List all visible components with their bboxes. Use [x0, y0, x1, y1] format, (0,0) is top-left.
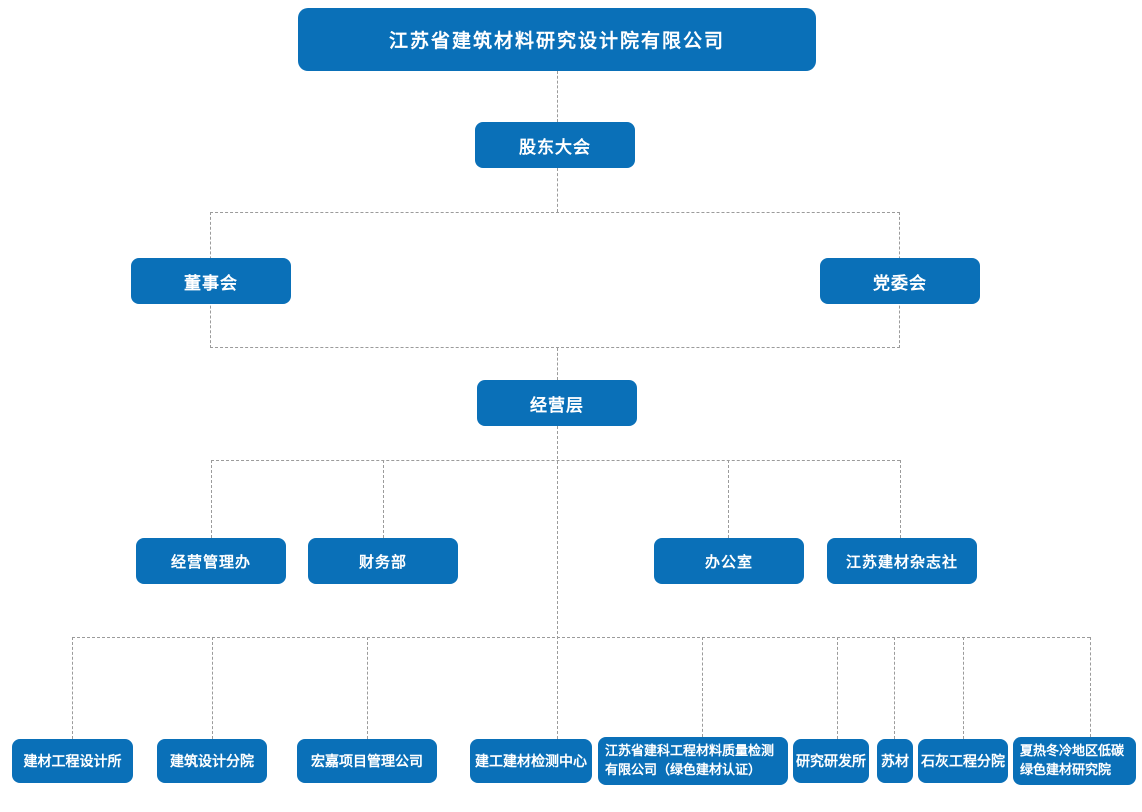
- node-general-office: 办公室: [654, 538, 804, 584]
- node-low-carbon-green-materials-institute: 夏热冬冷地区低碳 绿色建材研究院: [1013, 737, 1136, 785]
- connector-drop-architecture-branch: [212, 637, 213, 739]
- node-hongjia-project-management-company: 宏嘉项目管理公司: [297, 739, 437, 783]
- connector-drop-finance-dept: [383, 460, 384, 538]
- connector-drop-magazine: [900, 460, 901, 538]
- connector-drop-materials-design-institute: [72, 637, 73, 739]
- node-sucai: 苏材: [877, 739, 913, 783]
- node-board-of-directors: 董事会: [131, 258, 291, 304]
- node-management-layer: 经营层: [477, 380, 637, 426]
- connector-root-to-shareholders: [557, 71, 558, 122]
- connector-drop-general-office: [728, 460, 729, 538]
- connector-drop-sucai: [894, 637, 895, 739]
- node-building-materials-engineering-design-institute: 建材工程设计所: [12, 739, 133, 783]
- connector-management-trunk: [557, 426, 558, 739]
- node-company-root: 江苏省建筑材料研究设计院有限公司: [298, 8, 816, 71]
- connector-level5-bracket: [211, 460, 900, 461]
- connector-drop-hongjia-pm: [367, 637, 368, 739]
- node-research-rd-institute: 研究研发所: [793, 739, 869, 783]
- connector-level6-bracket: [72, 637, 1090, 638]
- connector-drop-lime-branch: [963, 637, 964, 739]
- connector-shareholders-to-group: [557, 168, 558, 212]
- connector-drop-operation-office: [211, 460, 212, 538]
- node-shareholders-meeting: 股东大会: [475, 122, 635, 168]
- node-lime-engineering-branch: 石灰工程分院: [918, 739, 1008, 783]
- connector-drop-research-institute: [837, 637, 838, 739]
- connector-drop-low-carbon-institute: [1090, 637, 1091, 737]
- node-party-committee: 党委会: [820, 258, 980, 304]
- node-construction-materials-testing-center: 建工建材检测中心: [470, 739, 592, 783]
- node-jianke-quality-testing-company: 江苏省建科工程材料质量检测 有限公司（绿色建材认证）: [598, 737, 788, 785]
- node-operation-management-office: 经营管理办: [136, 538, 286, 584]
- node-jiangsu-building-materials-magazine: 江苏建材杂志社: [827, 538, 977, 584]
- connector-board-party-loop: [210, 212, 900, 348]
- node-finance-department: 财务部: [308, 538, 458, 584]
- connector-drop-jianke-quality: [702, 637, 703, 737]
- connector-group-to-management: [557, 348, 558, 380]
- node-architectural-design-branch: 建筑设计分院: [157, 739, 267, 783]
